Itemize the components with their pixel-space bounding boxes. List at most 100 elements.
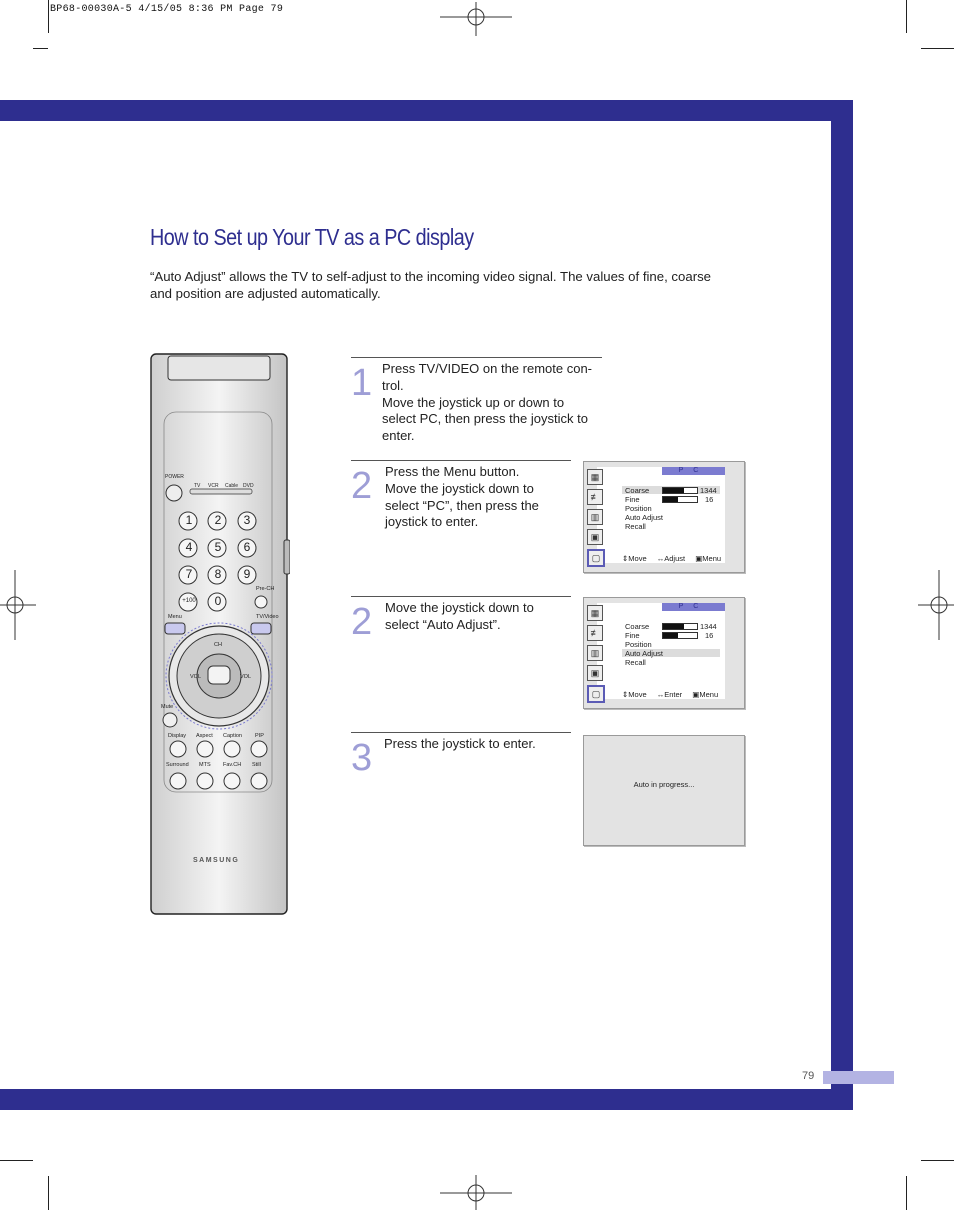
page-tab [823,1071,894,1084]
registration-mark-icon [918,570,954,640]
mts-label: MTS [199,762,211,768]
source-label-vcr: VCR [208,483,219,489]
osd-item-coarse: Coarse [625,486,650,495]
adjust-hint: ↔Adjust [656,554,686,563]
setup-icon: ▣ [587,665,603,681]
picture-icon: ▦ [587,469,603,485]
osd-highlight [622,649,720,657]
osd-pc-menu: ▦ ≢ ▥ ▣ ▢ PC Coarse Fine Position Auto A… [583,461,745,573]
ch-label: CH [214,642,222,648]
crop-mark [48,0,49,33]
page-number: 79 [802,1070,815,1082]
osd-item-recall: Recall [625,658,646,667]
step-number: 3 [351,737,373,779]
osd-icon-column: ▦ ≢ ▥ ▣ ▢ [585,465,605,571]
step-line: select “Auto Adjust”. [385,616,501,632]
pip-label: PIP [255,733,264,739]
digit-6: 6 [243,540,251,554]
digit-8: 8 [214,567,222,581]
osd-item-auto-adjust: Auto Adjust [625,649,663,658]
coarse-bar [662,623,698,630]
crop-mark [921,1160,954,1161]
fine-value: 16 [705,495,714,504]
menu-hint: ▣Menu [695,554,722,563]
osd-footer: ⇕Move ↔Enter ▣Menu [622,690,726,699]
digit-1: 1 [185,513,193,527]
fine-bar [662,632,698,639]
source-label-cable: Cable [225,483,239,489]
osd-item-fine: Fine [625,495,640,504]
channel-icon: ▥ [587,645,603,661]
caption-label: Caption [223,733,242,739]
source-label-tv: TV [194,483,201,489]
osd-item-auto-adjust: Auto Adjust [625,513,663,522]
crop-mark [33,48,48,49]
step-3-text: Press the joystick to enter. [384,736,564,753]
source-label-dvd: DVD [243,483,254,489]
fine-bar [662,496,698,503]
surround-label: Surround [166,762,189,768]
osd-item-fine: Fine [625,631,640,640]
step-divider [351,460,571,461]
enter-hint: ↔Enter [656,690,683,699]
step-1-text: Press TV/VIDEO on the remote con- trol. … [382,361,604,445]
step-line: Press TV/VIDEO on the remote con- [382,361,593,376]
pc-icon: ▢ [587,685,605,703]
crop-mark [906,0,907,33]
aspect-label: Aspect [196,733,213,739]
coarse-value: 1344 [700,622,717,631]
header-band [0,100,853,121]
step-number: 2 [351,465,373,507]
sound-icon: ≢ [587,625,603,641]
digit-plus100: +100 [182,598,196,604]
digit-9: 9 [243,567,251,581]
osd-icon-column: ▦ ≢ ▥ ▣ ▢ [585,601,605,707]
osd-pc-menu-auto-adjust: ▦ ≢ ▥ ▣ ▢ PC Coarse Fine Position Auto A… [583,597,745,709]
print-slug: BP68-00030A-5 4/15/05 8:36 PM Page 79 [50,4,284,15]
osd-header: PC [662,467,725,475]
setup-icon: ▣ [587,529,603,545]
step-line: enter. [382,428,415,444]
step-line: Move the joystick down to [385,480,534,496]
menu-label: Menu [168,614,182,620]
page-title: How to Set up Your TV as a PC display [150,224,474,250]
digit-0: 0 [214,594,222,608]
osd-item-position: Position [625,504,652,513]
favch-label: Fav.CH [223,762,242,768]
pc-icon: ▢ [587,549,605,567]
osd-item-coarse: Coarse [625,622,650,631]
step-divider [351,357,602,358]
osd-header: PC [662,603,725,611]
registration-mark-icon [440,1175,512,1210]
crop-mark [0,1160,33,1161]
step-line: Move the joystick up or down to [382,394,565,410]
osd-panel [597,467,725,563]
remote-control-illustration [150,353,290,915]
sound-icon: ≢ [587,489,603,505]
menu-hint: ▣Menu [692,690,719,699]
step-line: select PC, then press the joystick to [382,411,588,427]
step-line: Move the joystick down to [385,600,534,615]
picture-icon: ▦ [587,605,603,621]
osd-item-recall: Recall [625,522,646,531]
crop-mark [48,1176,49,1210]
step-2b-text: Move the joystick down to select “Auto A… [385,600,565,634]
footer-band [0,1089,853,1110]
vol-right-label: VOL [240,674,252,680]
crop-mark [906,1176,907,1210]
coarse-bar [662,487,698,494]
move-hint: ⇕Move [622,554,647,563]
digit-5: 5 [214,540,222,554]
fine-value: 16 [705,631,714,640]
step-number: 1 [351,362,373,404]
vol-left-label: VOL [190,674,202,680]
step-line: trol. [382,377,404,393]
tvvideo-label: TV/Video [256,614,279,620]
osd-item-position: Position [625,640,652,649]
still-label: Still [252,762,261,768]
step-2-text: Press the Menu button. Move the joystick… [385,464,565,531]
osd-footer: ⇕Move ↔Adjust ▣Menu [622,554,729,563]
step-divider [351,732,571,733]
digit-4: 4 [185,540,193,554]
step-line: joystick to enter. [385,514,479,530]
